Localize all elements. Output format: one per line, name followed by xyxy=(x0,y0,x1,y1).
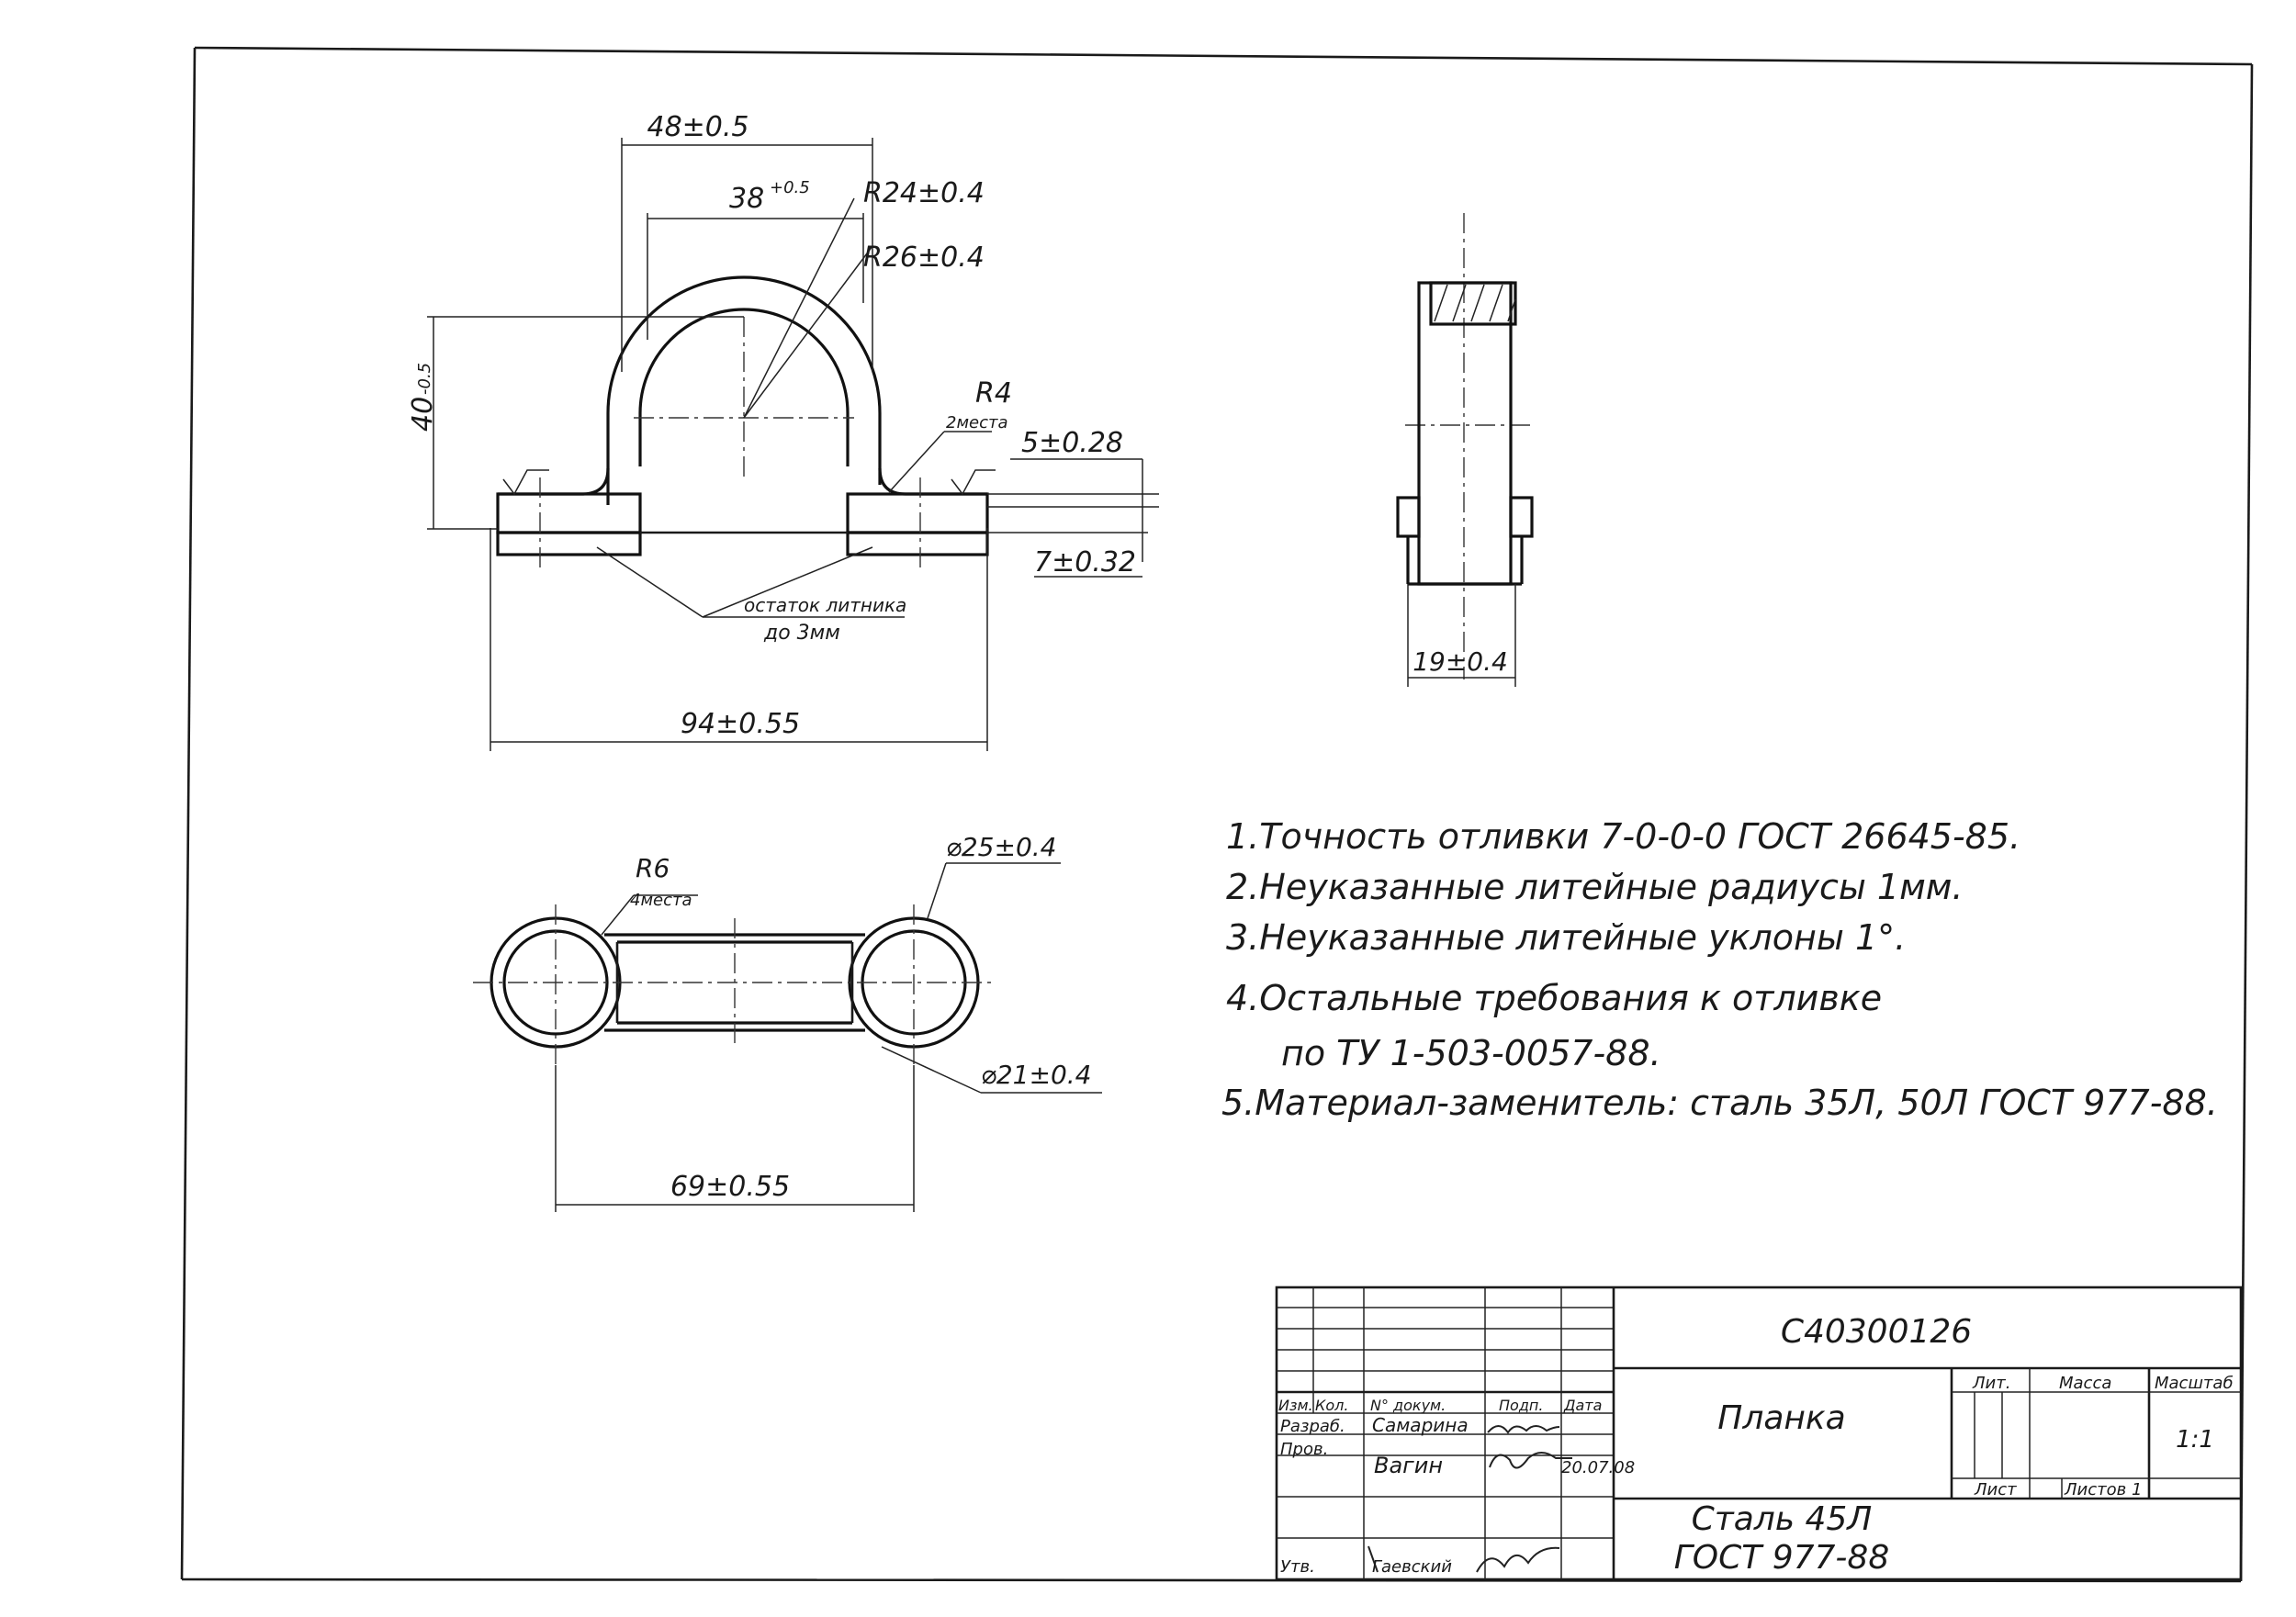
note-2: 2.Неуказанные литейные радиусы 1мм. xyxy=(1226,867,1964,907)
tb-material-line1: Сталь 45Л xyxy=(1692,1500,1873,1538)
front-view xyxy=(427,138,1159,751)
frame-bottom xyxy=(181,1578,2242,1583)
tb-role-developer: Разраб. xyxy=(1280,1417,1345,1436)
dim-height-tol: -0.5 xyxy=(415,363,434,395)
note-3: 3.Неуказанные литейные уклоны 1°. xyxy=(1226,917,1906,958)
tb-name-checker: Вагин xyxy=(1374,1453,1443,1478)
dim-front-top-width: 48±0.5 xyxy=(647,111,748,143)
dim-flange-thickness: 5±0.28 xyxy=(1021,427,1123,459)
tb-h-izm: Изм. xyxy=(1278,1397,1313,1414)
tb-sheet: Лист xyxy=(1974,1480,2017,1499)
gate-note-line2: до 3мм xyxy=(763,622,840,645)
frame-left xyxy=(180,47,197,1580)
dim-outer-radius: R26±0.4 xyxy=(863,241,985,274)
tb-scale: 1:1 xyxy=(2176,1426,2214,1454)
tb-h-doc-no: N° докум. xyxy=(1370,1397,1446,1414)
frame-top xyxy=(194,46,2253,66)
tb-part-name: Планка xyxy=(1717,1399,1845,1437)
dim-plan-radius-note: 4места xyxy=(630,891,692,910)
note-4-continued: по ТУ 1-503-0057-88. xyxy=(1281,1033,1661,1073)
dim-front-inner-width: 38 xyxy=(729,183,764,215)
tb-sheets: Листов 1 xyxy=(2064,1480,2142,1499)
note-4: 4.Остальные требования к отливке xyxy=(1226,978,1882,1018)
dim-fillet-note: 2места xyxy=(946,413,1008,432)
tb-h-scale: Масштаб xyxy=(2155,1374,2234,1393)
tb-role-checker: Пров. xyxy=(1280,1440,1328,1459)
dim-hole-spacing: 69±0.55 xyxy=(670,1171,790,1203)
dim-plan-radius: R6 xyxy=(636,853,670,883)
side-view xyxy=(1396,213,1534,687)
tb-designation: С40300126 xyxy=(1781,1313,1972,1351)
dim-height: 40 xyxy=(407,397,439,432)
dim-base-thickness: 7±0.32 xyxy=(1034,546,1136,578)
dim-side-width: 19±0.4 xyxy=(1412,646,1508,677)
dim-front-inner-width-tol: +0.5 xyxy=(770,178,810,197)
tb-role-approver: Утв. xyxy=(1280,1557,1315,1577)
gate-note-line1: остаток литника xyxy=(744,594,906,616)
tb-h-date: Дата xyxy=(1563,1397,1602,1414)
dim-inner-radius: R24±0.4 xyxy=(863,177,985,209)
tb-h-kol: Кол. xyxy=(1315,1397,1348,1414)
dim-outer-diameter: ⌀25±0.4 xyxy=(946,832,1056,862)
dim-overall-length: 94±0.55 xyxy=(681,708,800,740)
tb-h-sign: Подп. xyxy=(1499,1397,1543,1414)
tb-date-checker: 20.07.08 xyxy=(1561,1458,1635,1477)
tb-name-approver: Гаевский xyxy=(1372,1557,1452,1577)
tb-h-lit: Лит. xyxy=(1972,1374,2010,1393)
tb-h-mass: Масса xyxy=(2059,1374,2111,1393)
title-block xyxy=(1275,1286,2243,1581)
note-5: 5.Материал-заменитель: сталь 35Л, 50Л ГО… xyxy=(1221,1083,2218,1123)
tb-name-developer: Самарина xyxy=(1372,1414,1469,1436)
plan-view xyxy=(473,862,1102,1212)
note-1: 1.Точность отливки 7-0-0-0 ГОСТ 26645-85… xyxy=(1226,816,2020,857)
signatures xyxy=(1367,1425,1572,1573)
frame-right xyxy=(2239,63,2254,1582)
dim-fillet: R4 xyxy=(975,377,1012,410)
dim-inner-diameter: ⌀21±0.4 xyxy=(981,1060,1091,1090)
tb-material-line2: ГОСТ 977-88 xyxy=(1674,1539,1889,1577)
